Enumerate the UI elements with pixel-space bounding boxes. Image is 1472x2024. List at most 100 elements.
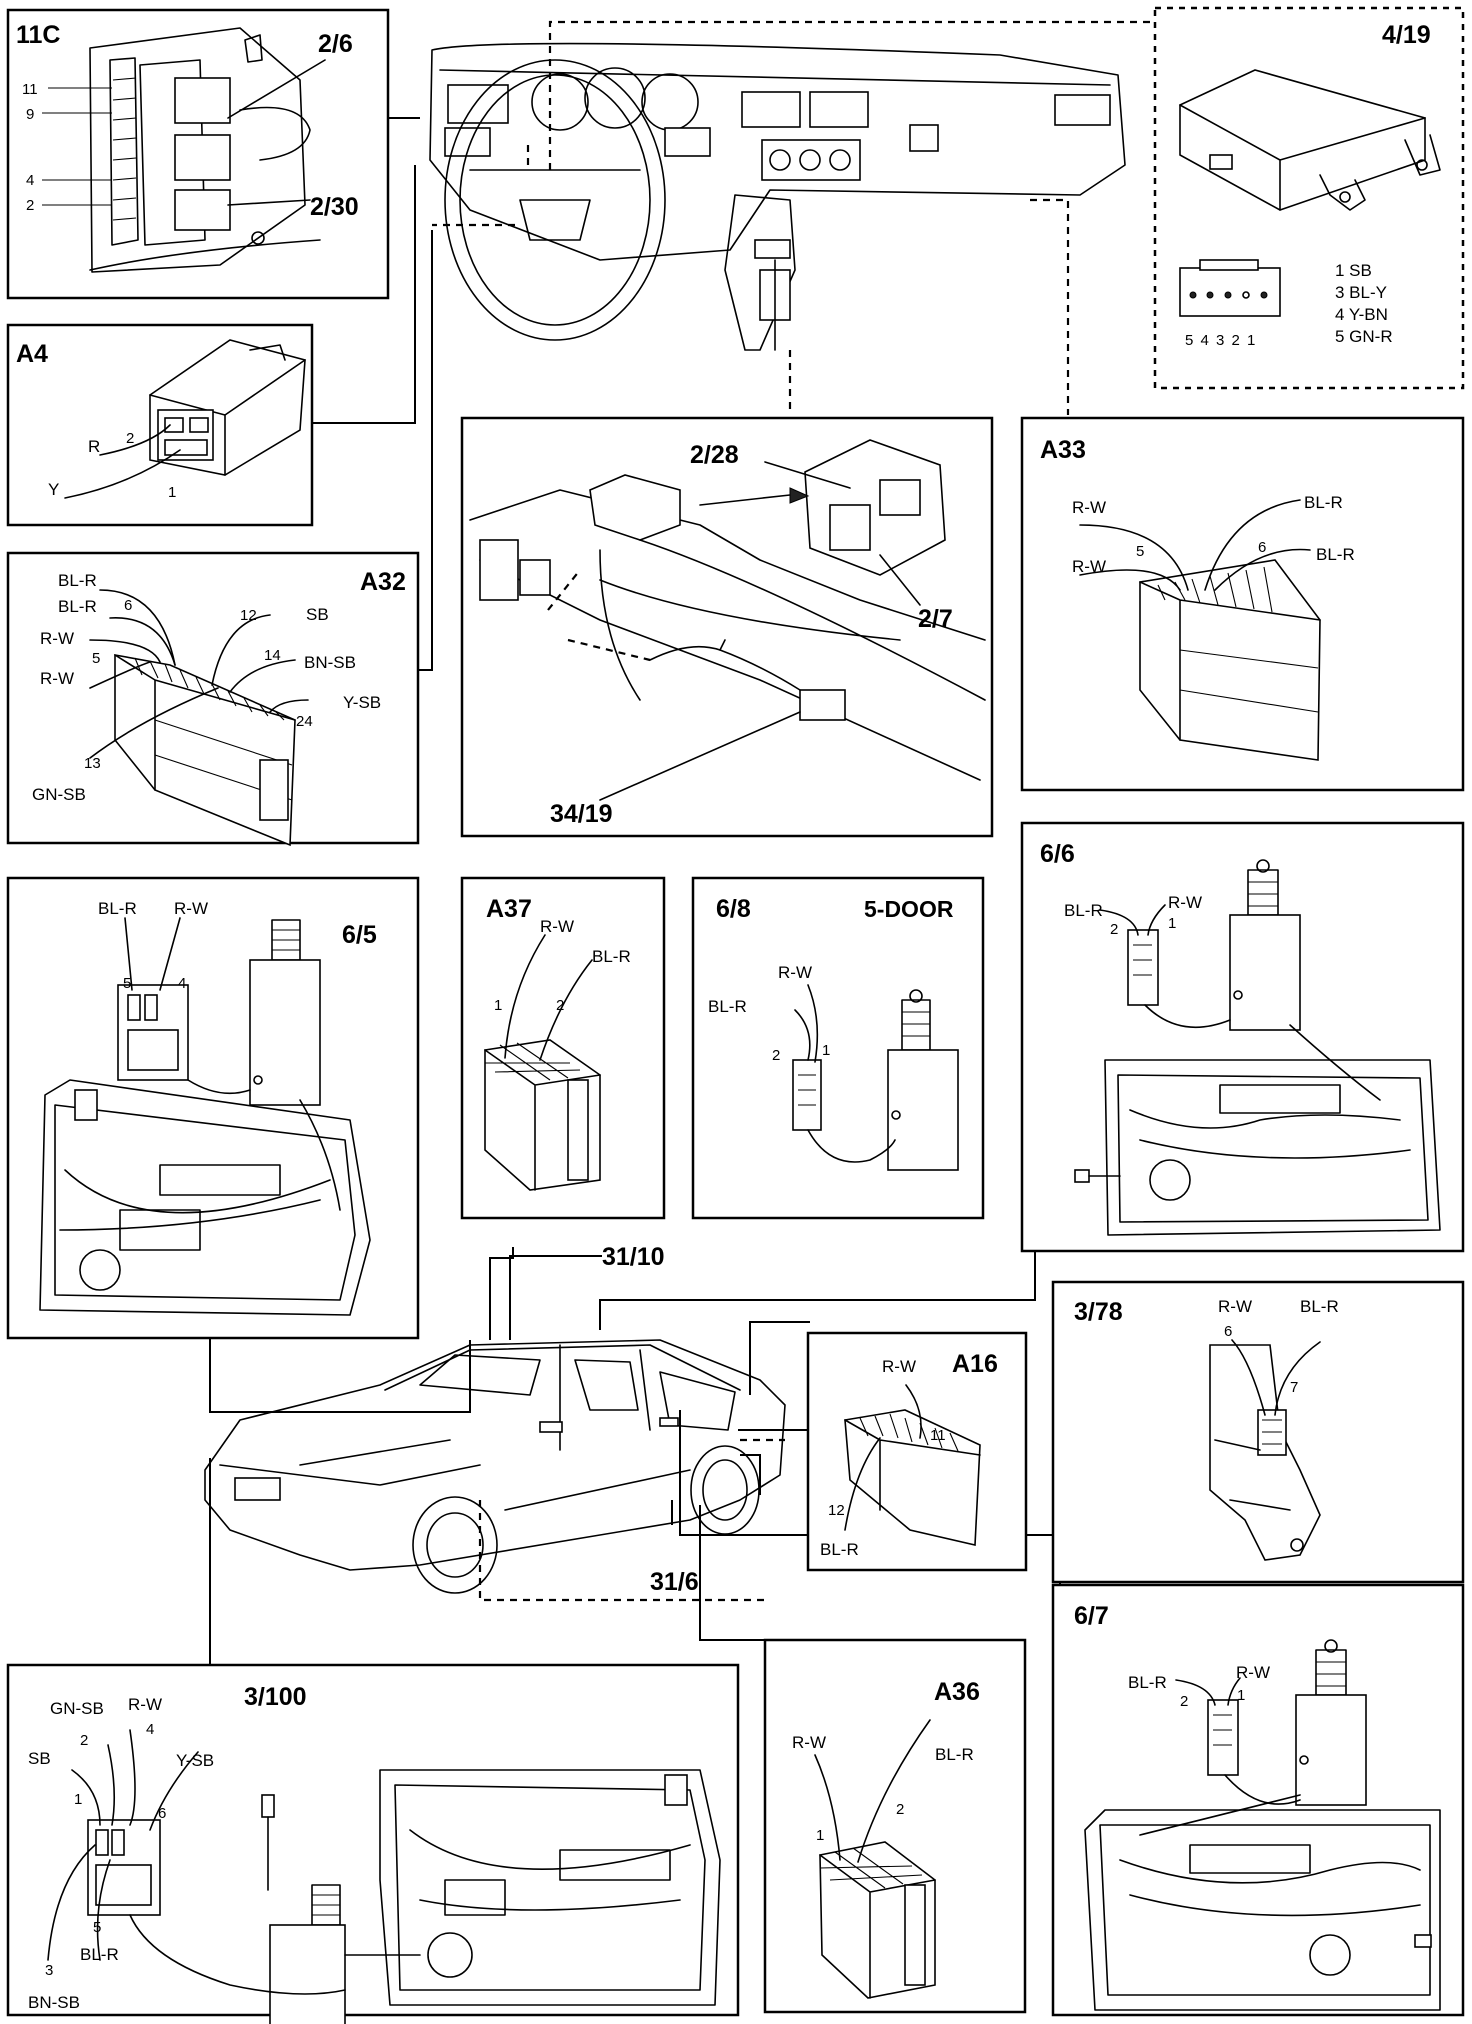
a32-wire-bn-sb: BN-SB xyxy=(304,653,356,672)
3-100-pin-2: 2 xyxy=(80,1732,88,1749)
3-100-pin-4: 4 xyxy=(146,1721,154,1738)
panel-3-100: 3/100 GN-SB xyxy=(6,1663,740,2024)
a36-pin-1: 1 xyxy=(816,1827,824,1844)
a33-wire-bl-r-top: BL-R xyxy=(1304,493,1343,512)
a33-pin-6: 6 xyxy=(1258,539,1266,556)
panel-3-100-title: 3/100 xyxy=(244,1683,307,1711)
6-7-wire-bl-r: BL-R xyxy=(1128,1673,1167,1692)
3-78-wire-bl-r: BL-R xyxy=(1300,1297,1339,1316)
panel-6-6-title: 6/6 xyxy=(1040,840,1075,868)
6-6-pin-1: 1 xyxy=(1168,915,1176,932)
callout-2-7: 2/7 xyxy=(918,605,953,633)
panel-4-19-title: 4/19 xyxy=(1382,21,1431,49)
a32-pin-5: 5 xyxy=(92,650,100,667)
6-6-wire-r-w: R-W xyxy=(1168,893,1202,912)
tailgate-lock-drawing xyxy=(1209,1344,1321,1561)
a4-pin-1: 1 xyxy=(168,484,176,501)
3-100-pin-1: 1 xyxy=(74,1791,82,1808)
door-lock-motor-6-6 xyxy=(1127,859,1381,1101)
wire-4-y-bn: 4 Y-BN xyxy=(1335,305,1388,324)
connector-a37-drawing xyxy=(484,1039,601,1191)
panel-a36: A36 R-W 1 BL-R 2 xyxy=(763,1638,1027,2014)
panel-6-8: 6/8 5-DOOR R-W 1 BL-R 2 xyxy=(691,876,985,1220)
panel-3-78: 3/78 R-W 6 BL-R 7 xyxy=(1051,1280,1465,1584)
panel-11c-title: 11C xyxy=(16,21,60,49)
a16-wire-bl-r: BL-R xyxy=(820,1540,859,1559)
6-8-wire-bl-r: BL-R xyxy=(708,997,747,1016)
3-100-wire-gn-sb: GN-SB xyxy=(50,1699,104,1718)
console-drawing xyxy=(469,439,986,781)
3-100-wire-r-w: R-W xyxy=(128,1695,162,1714)
6-7-wire-r-w: R-W xyxy=(1236,1663,1270,1682)
a33-pin-5: 5 xyxy=(1136,543,1144,560)
3-100-pin-6: 6 xyxy=(158,1805,166,1822)
panel-6-7-title: 6/7 xyxy=(1074,1602,1109,1630)
a32-pin-6: 6 xyxy=(124,597,132,614)
a32-wire-r-w-top: R-W xyxy=(40,629,74,648)
3-78-pin-7: 7 xyxy=(1290,1379,1298,1396)
fuse-box-drawing xyxy=(89,27,321,273)
6-5-pin-4: 4 xyxy=(178,975,186,992)
front-door-lock-drawing xyxy=(87,1794,421,2024)
callout-2-28: 2/28 xyxy=(690,441,739,469)
callout-34-19: 34/19 xyxy=(550,800,613,828)
6-6-pin-2: 2 xyxy=(1110,921,1118,938)
a33-wire-r-w: R-W xyxy=(1072,557,1106,576)
panel-6-7: 6/7 BL-R 2 R-W 1 xyxy=(1051,1583,1465,2017)
wire-3-bl-y: 3 BL-Y xyxy=(1335,283,1387,302)
a32-wire-gn-sb: GN-SB xyxy=(32,785,86,804)
panel-a16-title: A16 xyxy=(952,1350,998,1378)
panel-a32: A32 BL-R 6 BL-R 12 SB R-W 5 R-W 14 BN-SB… xyxy=(6,551,420,847)
6-5-wire-r-w: R-W xyxy=(174,899,208,918)
pin-4: 4 xyxy=(26,172,34,189)
panel-a33: A33 R-W BL-R 5 R-W 6 BL-R xyxy=(1020,416,1465,792)
a4-pin-2: 2 xyxy=(126,430,134,447)
panel-center: 2/28 2/7 34/19 xyxy=(460,416,994,838)
car-drawing xyxy=(204,1339,786,1594)
connector-face xyxy=(1179,259,1281,317)
door-panel-6-5 xyxy=(39,1079,371,1316)
panel-6-6: 6/6 BL-R 2 R-W 1 xyxy=(1020,821,1465,1253)
door-lock-motor-6-8 xyxy=(792,989,959,1171)
3-78-pin-6: 6 xyxy=(1224,1323,1232,1340)
3-78-wire-r-w: R-W xyxy=(1218,1297,1252,1316)
wire-1-sb: 1 SB xyxy=(1335,261,1372,280)
panel-3-78-title: 3/78 xyxy=(1074,1298,1123,1326)
a4-wire-r: R xyxy=(88,437,100,456)
pin-11: 11 xyxy=(22,81,38,98)
a36-pin-2: 2 xyxy=(896,1801,904,1818)
a32-pin-12: 12 xyxy=(240,607,257,624)
panel-11c: 11C 11 9 4 2 2/6 2/30 xyxy=(6,8,390,300)
a32-wire-y-sb: Y-SB xyxy=(343,693,381,712)
panel-6-5: 6/5 BL-R 5 R-W 4 xyxy=(6,876,420,1340)
3-100-wire-bl-r: BL-R xyxy=(80,1945,119,1964)
a32-wire-bl-r: BL-R xyxy=(58,597,97,616)
a32-pin-14: 14 xyxy=(264,647,281,664)
a32-wire-bl-r-top: BL-R xyxy=(58,571,97,590)
panel-4-19: 4/19 5 4 3 2 1 1 SB 3 BL-Y 4 Y-BN 5 GN-R xyxy=(1153,6,1465,390)
a4-wire-y: Y xyxy=(48,480,59,499)
6-8-pin-2: 2 xyxy=(772,1047,780,1064)
a37-wire-r-w: R-W xyxy=(540,917,574,936)
a32-wire-r-w: R-W xyxy=(40,669,74,688)
panel-a36-title: A36 xyxy=(934,1678,980,1706)
callout-2-6: 2/6 xyxy=(318,30,353,58)
control-module-drawing xyxy=(1179,69,1441,211)
door-lock-motor-6-5 xyxy=(117,919,341,1211)
dashboard-drawing xyxy=(429,42,1126,351)
3-100-wire-bn-sb: BN-SB xyxy=(28,1993,80,2012)
rear-door-panel-6-7 xyxy=(1084,1809,1441,2011)
connector-a4-drawing xyxy=(149,339,306,476)
6-8-wire-r-w: R-W xyxy=(778,963,812,982)
panel-a37: A37 R-W 1 BL-R 2 xyxy=(460,876,666,1220)
wire-5-gn-r: 5 GN-R xyxy=(1335,327,1393,346)
panel-a4-title: A4 xyxy=(16,340,48,368)
a32-pin-24: 24 xyxy=(296,713,313,730)
a37-pin-1: 1 xyxy=(494,997,502,1014)
pin-2: 2 xyxy=(26,197,34,214)
panel-6-8-title: 6/8 xyxy=(716,895,751,923)
a16-wire-r-w: R-W xyxy=(882,1357,916,1376)
panel-a16: A16 R-W 11 BL-R 12 xyxy=(806,1331,1028,1572)
panel-a4: A4 2 R 1 Y xyxy=(6,323,314,527)
